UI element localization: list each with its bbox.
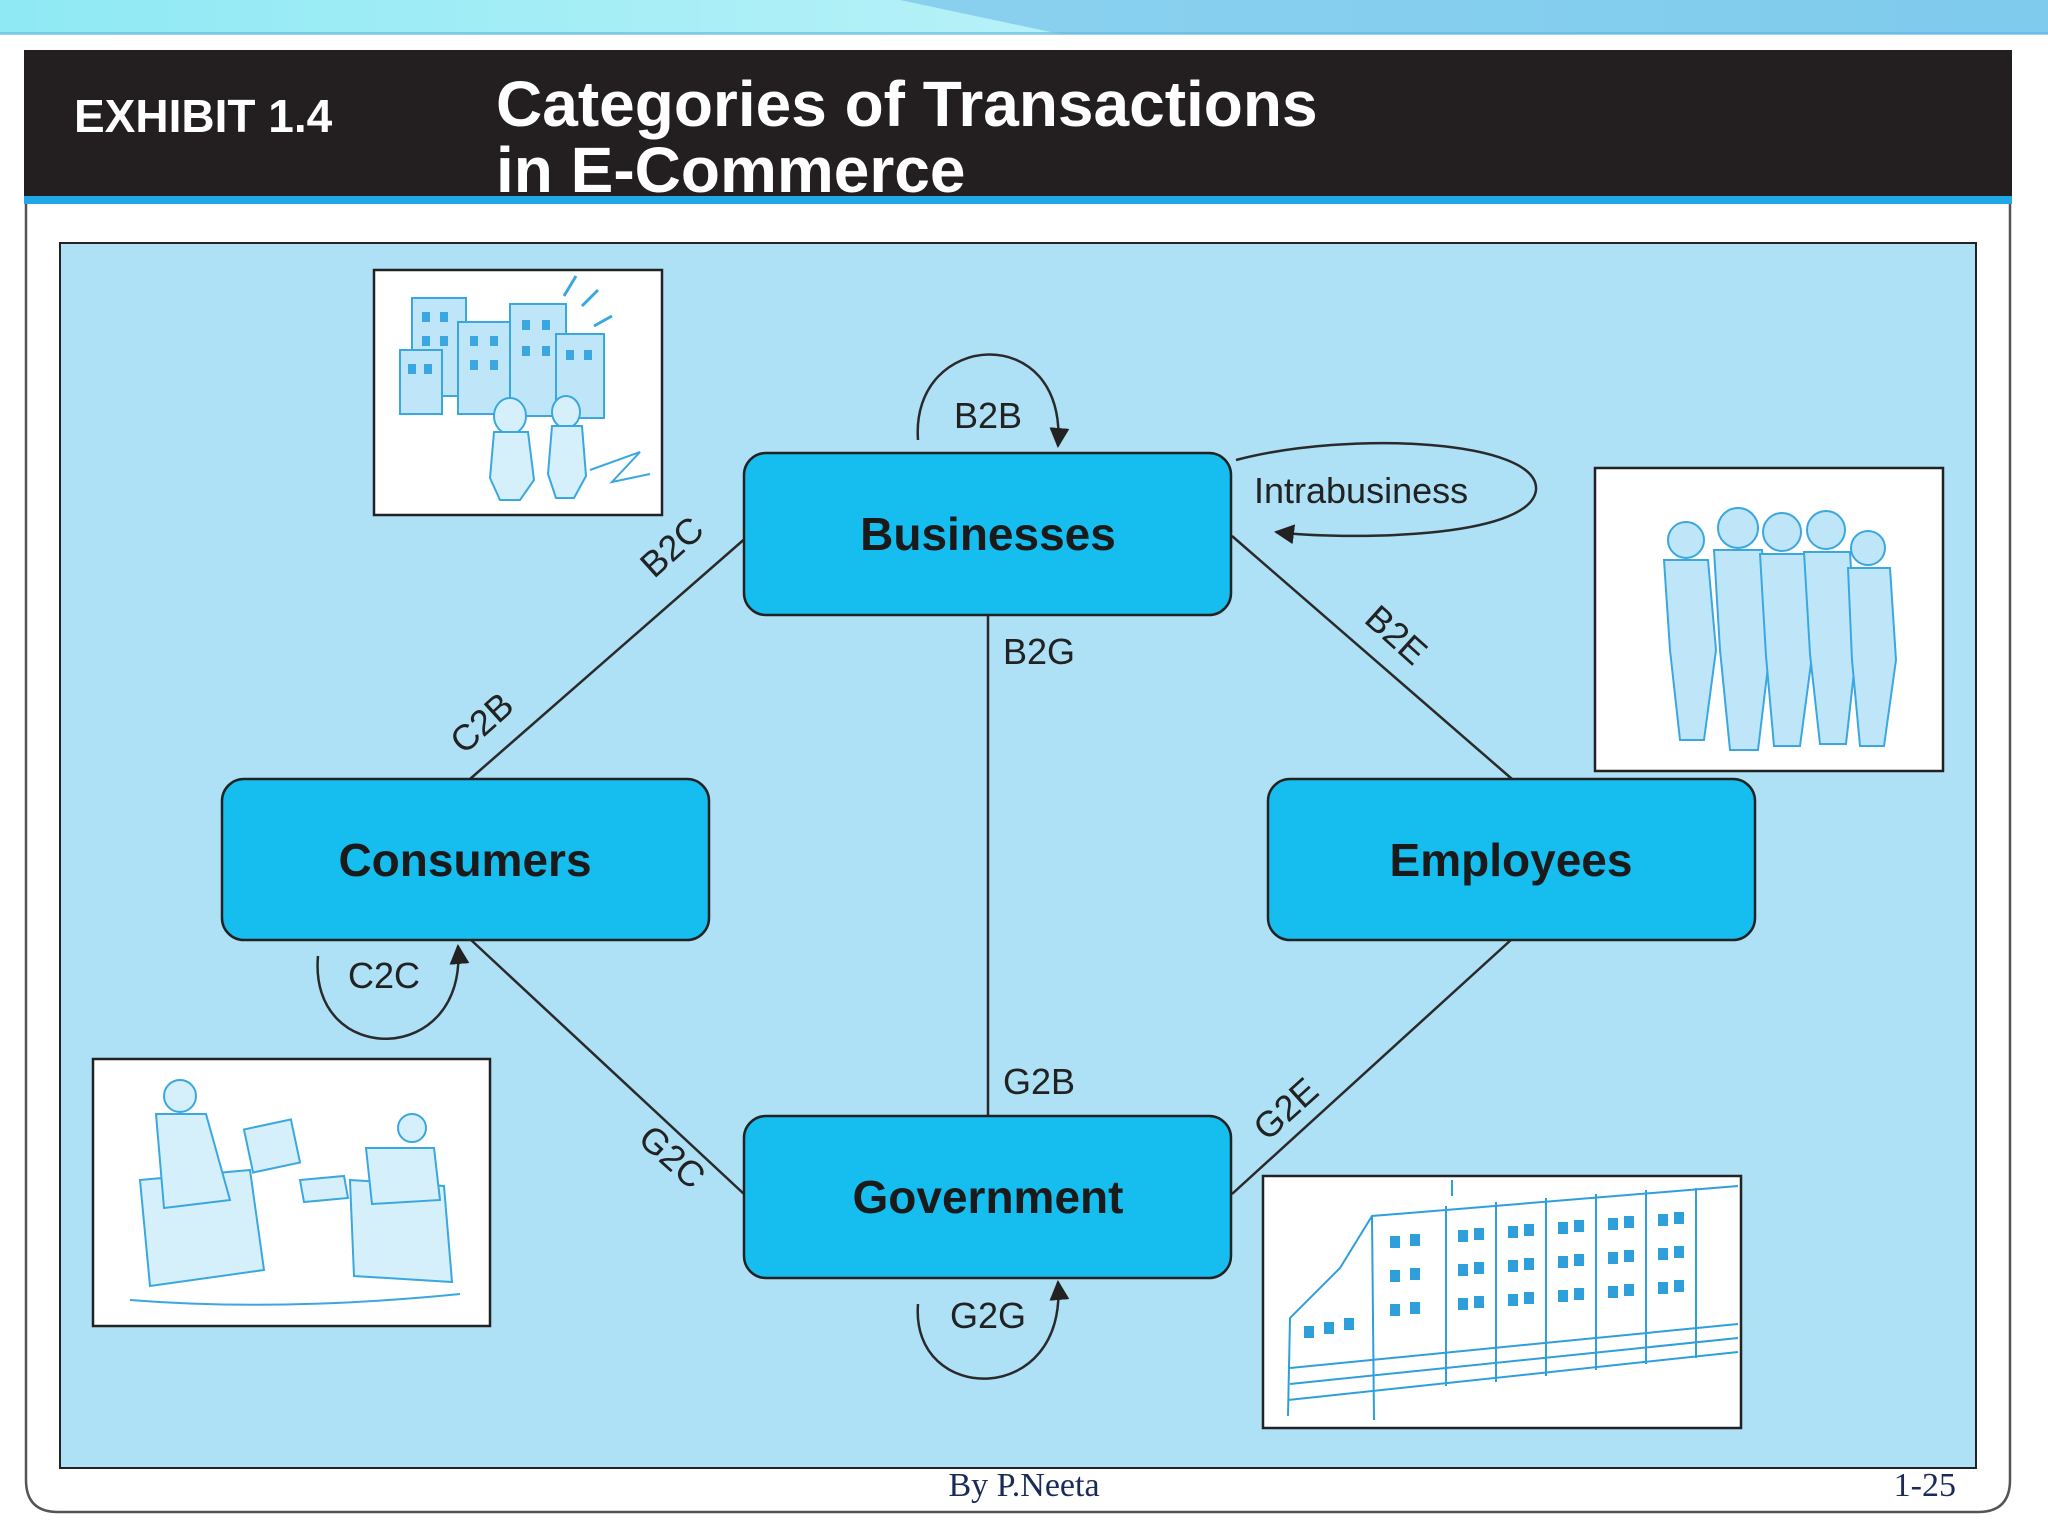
node-government-label: Government (853, 1171, 1124, 1223)
c2c-loop (316, 944, 470, 1040)
label-intrabusiness: Intrabusiness (1254, 470, 1468, 511)
edge-line-b2e (1231, 535, 1513, 780)
label-b2g: B2G (1003, 631, 1075, 672)
footer-page-number: 1-25 (1893, 1467, 1956, 1504)
edge-lines (469, 535, 1513, 1195)
label-b2b: B2B (954, 395, 1022, 436)
footer-author: By P.Neeta (948, 1467, 1100, 1504)
edge-line-b2c (469, 535, 749, 780)
exhibit-title-line2: in E-Commerce (496, 134, 965, 206)
people-group-illustration (1593, 466, 1945, 773)
label-g2g: G2G (950, 1295, 1026, 1336)
node-employees-label: Employees (1390, 834, 1633, 886)
slide-frame (24, 52, 2012, 1514)
consumers-meeting-illustration (91, 1057, 492, 1328)
header-accent-line (24, 196, 2012, 204)
node-consumers-label: Consumers (338, 834, 591, 886)
top-decor-band (0, 0, 2048, 35)
node-consumers: Consumers (220, 777, 711, 942)
loop-arrows (316, 353, 1538, 1380)
node-businesses: Businesses (742, 451, 1233, 617)
edge-line-g2c (469, 938, 745, 1195)
node-businesses-label: Businesses (860, 508, 1116, 560)
exhibit-title-line1: Categories of Transactions (496, 68, 1318, 140)
header-bar (24, 50, 2012, 198)
government-building-illustration (1261, 1174, 1743, 1430)
node-employees: Employees (1266, 777, 1757, 942)
city-buildings-illustration (372, 268, 664, 517)
label-g2b: G2B (1003, 1061, 1075, 1102)
intrabusiness-loop (1235, 441, 1538, 545)
edge-line-g2e (1231, 938, 1513, 1195)
label-c2c: C2C (348, 955, 420, 996)
exhibit-label: EXHIBIT 1.4 (74, 90, 333, 142)
node-government: Government (742, 1114, 1233, 1280)
b2b-loop (916, 353, 1070, 448)
g2g-loop (916, 1280, 1070, 1380)
